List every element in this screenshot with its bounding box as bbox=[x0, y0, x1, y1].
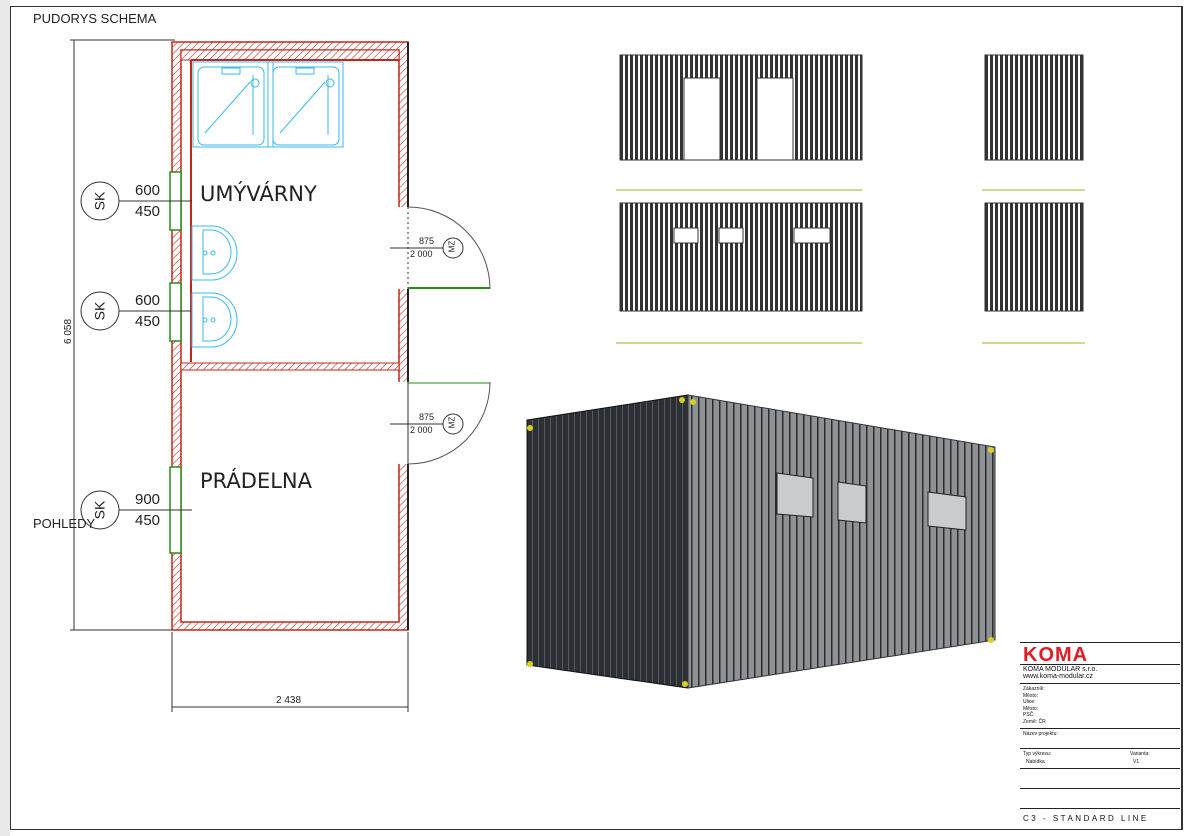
plan-title: PUDORYS SCHEMA bbox=[33, 11, 157, 26]
elevation-side-2 bbox=[984, 202, 1084, 312]
variant-label: Varianta: bbox=[1130, 751, 1150, 757]
width-dimension: 2 438 bbox=[276, 695, 302, 706]
street-label: Ulice: bbox=[1023, 699, 1036, 706]
window-tag: SK bbox=[91, 301, 108, 321]
shower-fixtures bbox=[192, 61, 344, 148]
door-tag: MZ bbox=[447, 240, 457, 253]
company-web: www.koma-modular.cz bbox=[1023, 673, 1094, 680]
window-3d bbox=[927, 491, 967, 531]
title-block: KOMA KOMA MODULAR s.r.o. www.koma-modula… bbox=[1020, 642, 1182, 828]
elevations bbox=[616, 54, 1085, 344]
city-label-2: Město: bbox=[1023, 705, 1039, 712]
views-label: POHLEDY bbox=[33, 516, 96, 531]
window-3d bbox=[837, 481, 867, 524]
door-swing bbox=[407, 206, 491, 290]
door-height: 2 000 bbox=[410, 425, 433, 435]
project-name-label: Název projektu: bbox=[1023, 731, 1058, 737]
country-label: Země: ČR bbox=[1023, 718, 1046, 725]
room-label: UMÝVÁRNY bbox=[200, 182, 317, 206]
window-width: 600 bbox=[135, 182, 161, 199]
window-height: 450 bbox=[135, 512, 161, 529]
partition-wall bbox=[180, 362, 400, 371]
room-label: PRÁDELNA bbox=[200, 469, 312, 493]
company-logo: KOMA bbox=[1023, 644, 1089, 666]
sink-fixtures bbox=[191, 225, 238, 348]
drawing-type-label: Typ výkresu: bbox=[1023, 751, 1052, 757]
window-height: 450 bbox=[135, 203, 161, 220]
product-series: C3 - STANDARD LINE bbox=[1023, 814, 1149, 823]
zip-label: PSČ: bbox=[1023, 712, 1035, 719]
door-swing bbox=[407, 381, 491, 465]
elevation-door bbox=[756, 77, 794, 161]
container-3d-view bbox=[526, 394, 996, 689]
elevation-back bbox=[619, 202, 863, 312]
window-height: 450 bbox=[135, 313, 161, 330]
floor-plan bbox=[70, 39, 491, 712]
window-3d bbox=[776, 472, 814, 518]
city-label: Město: bbox=[1023, 692, 1039, 699]
client-label: Zákazník: bbox=[1023, 686, 1045, 692]
door-tag: MZ bbox=[447, 416, 457, 429]
window bbox=[169, 282, 182, 342]
elevation-door bbox=[683, 77, 721, 161]
elevation-side bbox=[984, 54, 1084, 161]
company-name: KOMA MODULAR s.r.o. bbox=[1023, 666, 1098, 673]
page-edge bbox=[0, 0, 10, 836]
door-width: 875 bbox=[419, 236, 435, 246]
window-tag: SK bbox=[91, 191, 108, 211]
variant-value: V1 bbox=[1133, 759, 1140, 765]
drawing-type-value: Nabídka bbox=[1026, 759, 1045, 765]
door-height: 2 000 bbox=[410, 249, 433, 259]
elevation-front bbox=[619, 54, 863, 161]
drawing-frame bbox=[10, 6, 1183, 830]
window-tag: SK bbox=[91, 500, 108, 520]
window-width: 600 bbox=[135, 292, 161, 309]
length-dimension: 6 058 bbox=[63, 318, 75, 345]
door-width: 875 bbox=[419, 412, 435, 422]
window-width: 900 bbox=[135, 491, 161, 508]
